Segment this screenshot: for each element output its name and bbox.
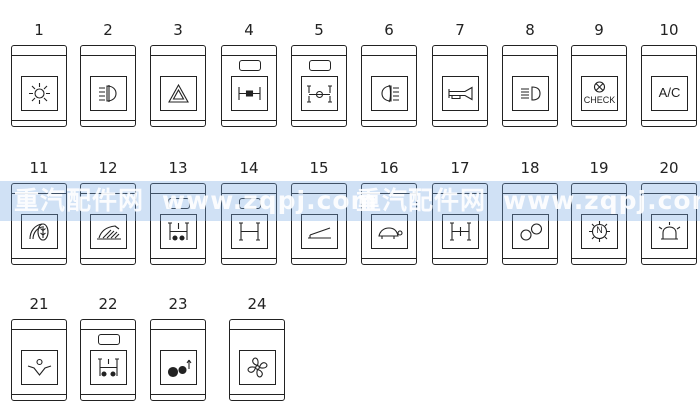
indicator-lamp bbox=[309, 60, 331, 71]
switch-body bbox=[80, 183, 136, 265]
seat-heating-icon bbox=[21, 350, 58, 385]
watermark-text: 重汽配件网 bbox=[356, 186, 487, 215]
switch-number: 18 bbox=[520, 159, 540, 177]
switch-body bbox=[150, 45, 206, 127]
switch-body bbox=[11, 183, 67, 265]
switch-number: 1 bbox=[34, 21, 44, 39]
switch-number: 9 bbox=[594, 21, 604, 39]
switch-body bbox=[150, 183, 206, 265]
switch-body bbox=[291, 45, 347, 127]
switch-number: 11 bbox=[29, 159, 49, 177]
switch-body: CHECK bbox=[571, 45, 627, 127]
check-icon: CHECK bbox=[581, 76, 618, 111]
switch-number: 4 bbox=[244, 21, 254, 39]
switch-body bbox=[229, 319, 285, 401]
air-conditioning-icon: A/C bbox=[651, 76, 688, 111]
work-light-icon bbox=[21, 76, 58, 111]
switch-body bbox=[502, 183, 558, 265]
headlamp-icon bbox=[512, 76, 549, 111]
indicator-lamp bbox=[168, 198, 190, 209]
front-fog-lamp-icon bbox=[371, 76, 408, 111]
indicator-lamp bbox=[239, 60, 261, 71]
switch-body bbox=[361, 183, 417, 265]
switch-number: 20 bbox=[659, 159, 679, 177]
switch-number: 24 bbox=[247, 295, 267, 313]
switch-number: 7 bbox=[455, 21, 465, 39]
switch-body: A/C bbox=[641, 45, 697, 127]
indicator-lamp bbox=[239, 198, 261, 209]
watermark-text: 重汽配件网 bbox=[14, 186, 145, 215]
switch-body bbox=[80, 45, 136, 127]
full-axle-lock-icon bbox=[90, 350, 127, 385]
switch-number: 12 bbox=[98, 159, 118, 177]
axle-lock-icon bbox=[231, 214, 268, 249]
air-filter-icon bbox=[21, 214, 58, 249]
air-horn-icon bbox=[442, 76, 479, 111]
switch-number: 14 bbox=[239, 159, 259, 177]
switch-body: N bbox=[571, 183, 627, 265]
switch-number: 16 bbox=[379, 159, 399, 177]
tipping-body-icon bbox=[301, 214, 338, 249]
rear-fog-lamp-icon bbox=[90, 76, 127, 111]
switch-body bbox=[221, 45, 277, 127]
switch-body bbox=[80, 319, 136, 401]
switch-number: 22 bbox=[98, 295, 118, 313]
switch-number: 10 bbox=[659, 21, 679, 39]
slow-turtle-icon bbox=[371, 214, 408, 249]
switch-number: 3 bbox=[173, 21, 183, 39]
switch-number: 21 bbox=[29, 295, 49, 313]
inter-axle-differential-lock-icon bbox=[301, 76, 338, 111]
switch-body bbox=[361, 45, 417, 127]
check-label: CHECK bbox=[583, 95, 616, 105]
switch-number: 6 bbox=[384, 21, 394, 39]
fan-icon bbox=[239, 350, 276, 385]
ac-label: A/C bbox=[658, 85, 681, 100]
switch-number: 23 bbox=[168, 295, 188, 313]
watermark-text: www.zqpj.com bbox=[162, 186, 378, 215]
switch-body bbox=[502, 45, 558, 127]
switch-number: 2 bbox=[103, 21, 113, 39]
switch-body bbox=[221, 183, 277, 265]
axle-differential-lock-icon bbox=[231, 76, 268, 111]
neutral-label: N bbox=[596, 225, 603, 235]
switch-body bbox=[432, 183, 488, 265]
switch-body bbox=[432, 45, 488, 127]
switch-number: 17 bbox=[450, 159, 470, 177]
switch-number: 15 bbox=[309, 159, 329, 177]
watermark-text: www.zqpj.com bbox=[503, 186, 700, 215]
rear-axle-lock-icon bbox=[160, 214, 197, 249]
switch-number: 5 bbox=[314, 21, 324, 39]
switch-body bbox=[291, 183, 347, 265]
neutral-gear-icon: N bbox=[581, 214, 618, 249]
switch-number: 19 bbox=[589, 159, 609, 177]
switch-body bbox=[11, 45, 67, 127]
watermark-band: 重汽配件网 www.zqpj.com 重汽配件网 www.zqpj.com bbox=[0, 181, 700, 221]
indicator-lamp bbox=[98, 334, 120, 345]
switch-body bbox=[150, 319, 206, 401]
windshield-heater-icon bbox=[90, 214, 127, 249]
beacon-light-icon bbox=[651, 214, 688, 249]
switch-body bbox=[641, 183, 697, 265]
range-low-high-icon bbox=[160, 350, 197, 385]
switch-number: 13 bbox=[168, 159, 188, 177]
switch-body bbox=[11, 319, 67, 401]
hazard-warning-icon bbox=[160, 76, 197, 111]
center-axle-lock-icon bbox=[442, 214, 479, 249]
range-select-icon bbox=[512, 214, 549, 249]
switch-number: 8 bbox=[525, 21, 535, 39]
